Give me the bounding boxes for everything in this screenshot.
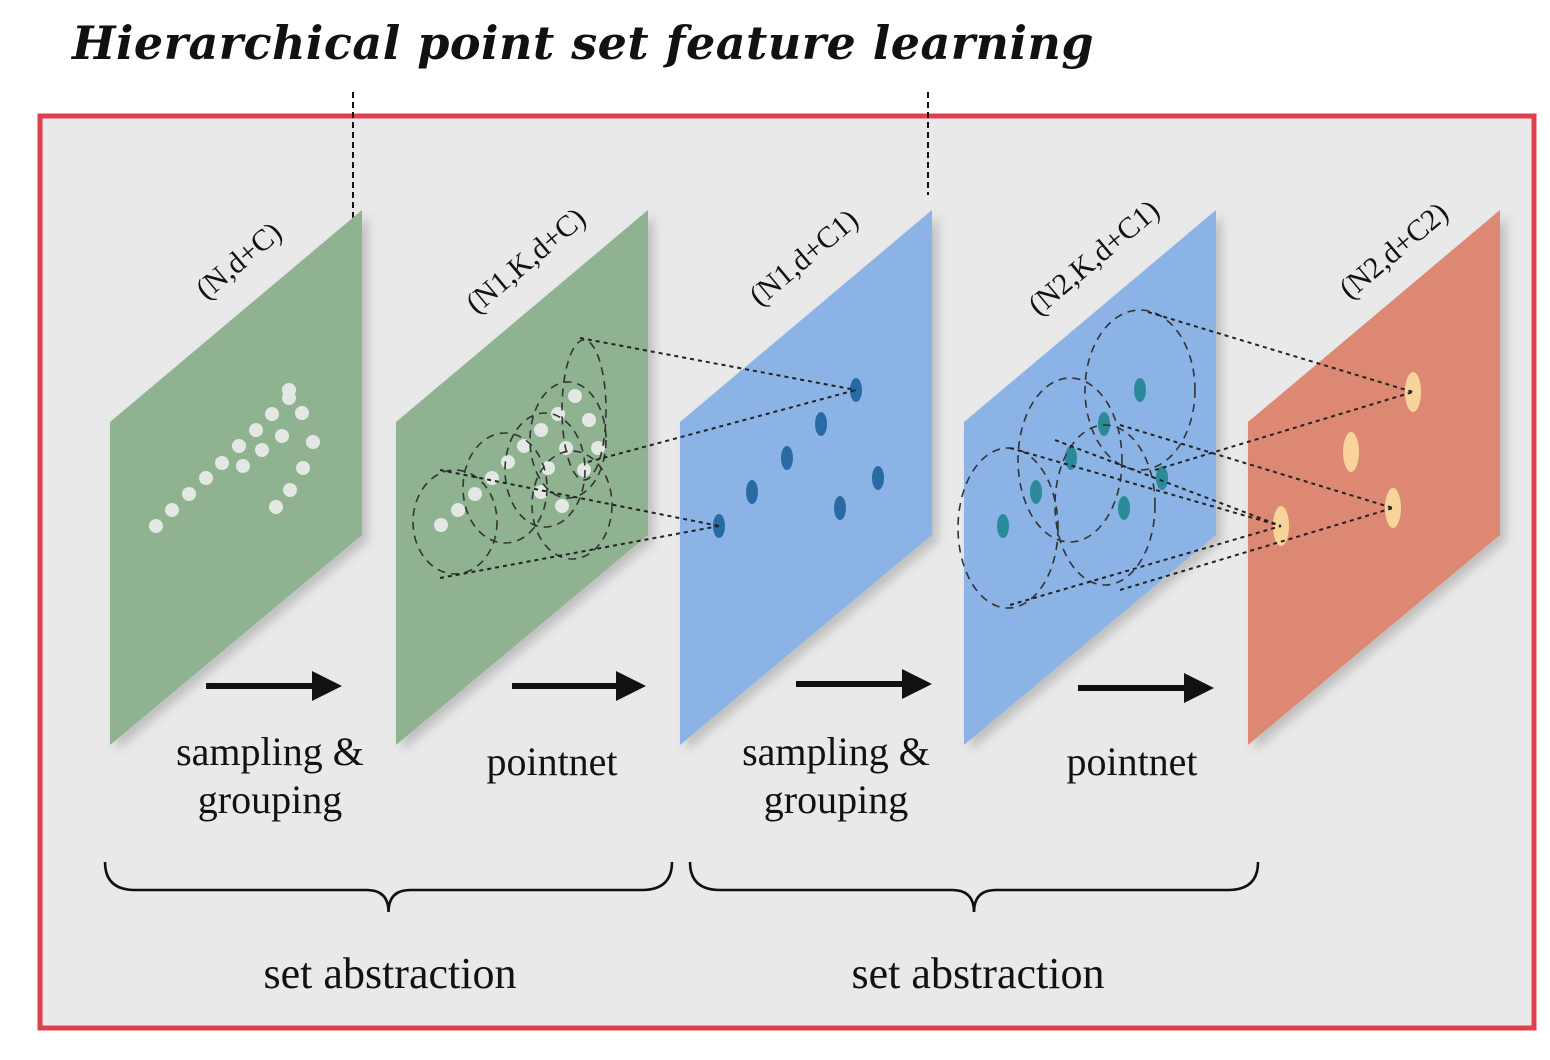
arrow-head <box>1184 673 1214 703</box>
group-circle <box>1084 309 1196 471</box>
grouped-point <box>534 423 548 437</box>
grouped-centroid-point <box>997 514 1009 538</box>
group-connector <box>587 389 857 463</box>
grouped-point <box>434 518 448 532</box>
grouped-point <box>591 441 605 455</box>
operation-label-4: pointnet <box>1066 739 1197 784</box>
group-connector <box>1154 391 1414 471</box>
stage-label-1: set abstraction <box>264 949 517 998</box>
input-point <box>236 459 250 473</box>
grouped-point <box>541 461 555 475</box>
grouped-point <box>582 413 596 427</box>
group-connector <box>1054 439 1282 527</box>
layer-plane-4 <box>964 210 1216 745</box>
stage-brace <box>688 861 1260 913</box>
input-point <box>306 435 320 449</box>
centroid-point <box>834 496 846 520</box>
group-connector <box>1009 525 1282 606</box>
arrow-head <box>312 671 342 701</box>
operation-label-2: pointnet <box>486 739 617 784</box>
grouped-point <box>534 485 548 499</box>
input-point <box>232 439 246 453</box>
operation-label-3: sampling & <box>742 729 930 774</box>
layer-plane-5 <box>1248 210 1500 745</box>
arrow-head <box>616 671 646 701</box>
centroid-point <box>746 480 758 504</box>
grouped-point <box>451 503 465 517</box>
grouped-point <box>468 487 482 501</box>
group-connector <box>1147 311 1414 393</box>
centroid-point <box>781 446 793 470</box>
output-point <box>1343 432 1359 472</box>
grouped-point <box>501 455 515 469</box>
group-circle <box>561 339 607 481</box>
centroid-point <box>872 466 884 490</box>
input-point <box>215 456 229 470</box>
input-point <box>149 519 163 533</box>
centroid-point <box>815 412 827 436</box>
input-point <box>255 443 269 457</box>
group-circle <box>531 450 613 560</box>
layer-plane-2 <box>396 210 648 745</box>
group-circle <box>529 381 607 499</box>
output-point <box>1385 488 1401 528</box>
input-point <box>283 483 297 497</box>
grouped-centroid-point <box>1098 412 1110 436</box>
group-circle <box>1017 377 1123 543</box>
input-point <box>199 471 213 485</box>
input-point <box>249 423 263 437</box>
grouped-centroid-point <box>1134 378 1146 402</box>
arrow-head <box>902 669 932 699</box>
group-circle <box>504 412 586 528</box>
grouped-centroid-point <box>1030 480 1042 504</box>
grouped-point <box>577 463 591 477</box>
input-point <box>269 500 283 514</box>
input-point <box>295 406 309 420</box>
grouped-point <box>485 471 499 485</box>
input-point <box>275 429 289 443</box>
grouped-centroid-point <box>1065 446 1077 470</box>
stage-brace <box>103 861 674 913</box>
input-point <box>296 461 310 475</box>
operation-label-1-line2: grouping <box>198 777 342 822</box>
group-connector <box>1009 447 1282 527</box>
group-circle <box>957 447 1059 609</box>
operation-label-1: sampling & <box>176 729 364 774</box>
grouped-point <box>555 499 569 513</box>
layer-plane-1 <box>110 210 362 745</box>
input-point <box>182 487 196 501</box>
group-circle <box>1054 424 1156 586</box>
input-point <box>282 383 296 397</box>
layer-plane-3 <box>680 210 932 745</box>
grouped-point <box>517 439 531 453</box>
input-point <box>165 503 179 517</box>
grouped-centroid-point <box>1118 496 1130 520</box>
group-circle <box>412 469 498 575</box>
group-connector <box>579 337 857 391</box>
grouped-centroid-point <box>1156 466 1168 490</box>
input-point <box>265 407 279 421</box>
diagram-title: Hierarchical point set feature learning <box>72 16 1095 70</box>
grouped-point <box>568 389 582 403</box>
stage-label-2: set abstraction <box>852 949 1105 998</box>
output-point <box>1405 372 1421 412</box>
operation-label-3-line2: grouping <box>764 777 908 822</box>
